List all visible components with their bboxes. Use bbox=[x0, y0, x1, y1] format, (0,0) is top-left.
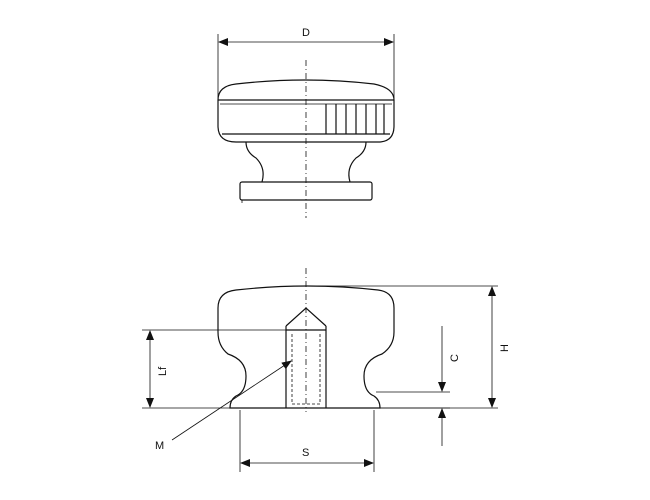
top-view bbox=[217, 34, 395, 218]
label-d: D bbox=[302, 27, 310, 39]
label-lf: Lf bbox=[157, 366, 169, 376]
m-leader bbox=[171, 360, 292, 441]
label-m: M bbox=[155, 440, 164, 452]
label-s: S bbox=[302, 447, 309, 459]
insert-tip bbox=[285, 307, 327, 327]
knurl-ribs bbox=[325, 104, 385, 134]
knob-top-body bbox=[217, 79, 395, 143]
section-view bbox=[142, 268, 498, 472]
section-body-outline bbox=[217, 285, 395, 409]
knob-neck-right bbox=[348, 141, 367, 183]
label-h: H bbox=[499, 344, 511, 352]
label-c: C bbox=[449, 354, 461, 362]
knob-neck-left bbox=[245, 141, 264, 183]
